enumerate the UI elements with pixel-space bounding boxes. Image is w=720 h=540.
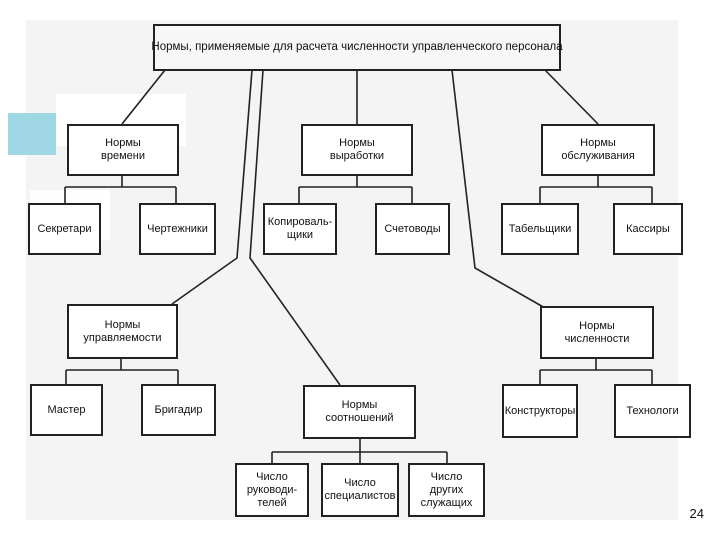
connector-root-service (544, 69, 599, 125)
node-accountants: Счетоводы (375, 203, 450, 255)
node-norms-headcount: Нормы численности (540, 306, 654, 359)
node-label: Кассиры (626, 222, 670, 235)
connector-root-ratio (249, 69, 341, 386)
node-label: Чертежники (147, 222, 208, 235)
node-copyists: Копироваль- щики (263, 203, 337, 255)
node-timekeepers: Табельщики (501, 203, 579, 255)
node-other-staff-count: Число других служащих (408, 463, 485, 517)
node-draftsmen: Чертежники (139, 203, 216, 255)
node-label: Копироваль- щики (267, 216, 333, 241)
node-label: Технологи (626, 404, 679, 417)
connector-root-headcount (451, 69, 546, 309)
connector-root-time (121, 69, 166, 125)
page-number: 24 (689, 506, 704, 521)
node-norms-output: Нормы выработки (301, 124, 413, 176)
node-cashiers: Кассиры (613, 203, 683, 255)
node-label: Нормы численности (564, 319, 630, 345)
node-label: Счетоводы (384, 222, 441, 235)
node-label: Число руководи- телей (246, 470, 298, 509)
node-technologists: Технологи (614, 384, 691, 438)
node-label: Нормы обслуживания (561, 137, 635, 162)
node-label: Нормы, применяемые для расчета численнос… (151, 41, 563, 53)
node-managers-count: Число руководи- телей (235, 463, 309, 517)
node-norms-control: Нормы управляемости (67, 304, 178, 359)
node-label: Бригадир (154, 403, 203, 416)
node-label: Нормы соотношений (325, 399, 394, 424)
node-root-norms: Нормы, применяемые для расчета численнос… (151, 24, 563, 71)
node-secretaries: Секретари (28, 203, 101, 255)
node-norms-service: Нормы обслуживания (541, 124, 655, 176)
node-norms-ratio: Нормы соотношений (303, 385, 416, 439)
node-label: Число специалистов (324, 477, 396, 502)
node-label: Нормы выработки (329, 137, 385, 162)
node-label: Нормы времени (101, 137, 145, 162)
connector-root-control (171, 69, 253, 305)
node-norms-time: Нормы времени (67, 124, 179, 176)
node-label: Секретари (37, 222, 92, 235)
node-label: Конструкторы (504, 404, 576, 417)
node-label: Табельщики (508, 222, 572, 235)
node-designers: Конструкторы (502, 384, 578, 438)
node-brigadier: Бригадир (141, 384, 216, 436)
node-label: Число других служащих (420, 470, 473, 509)
node-label: Мастер (47, 403, 86, 416)
node-label: Нормы управляемости (83, 318, 162, 344)
node-master: Мастер (30, 384, 103, 436)
node-specialists-count: Число специалистов (321, 463, 399, 517)
slide-decoration-square (8, 113, 56, 155)
